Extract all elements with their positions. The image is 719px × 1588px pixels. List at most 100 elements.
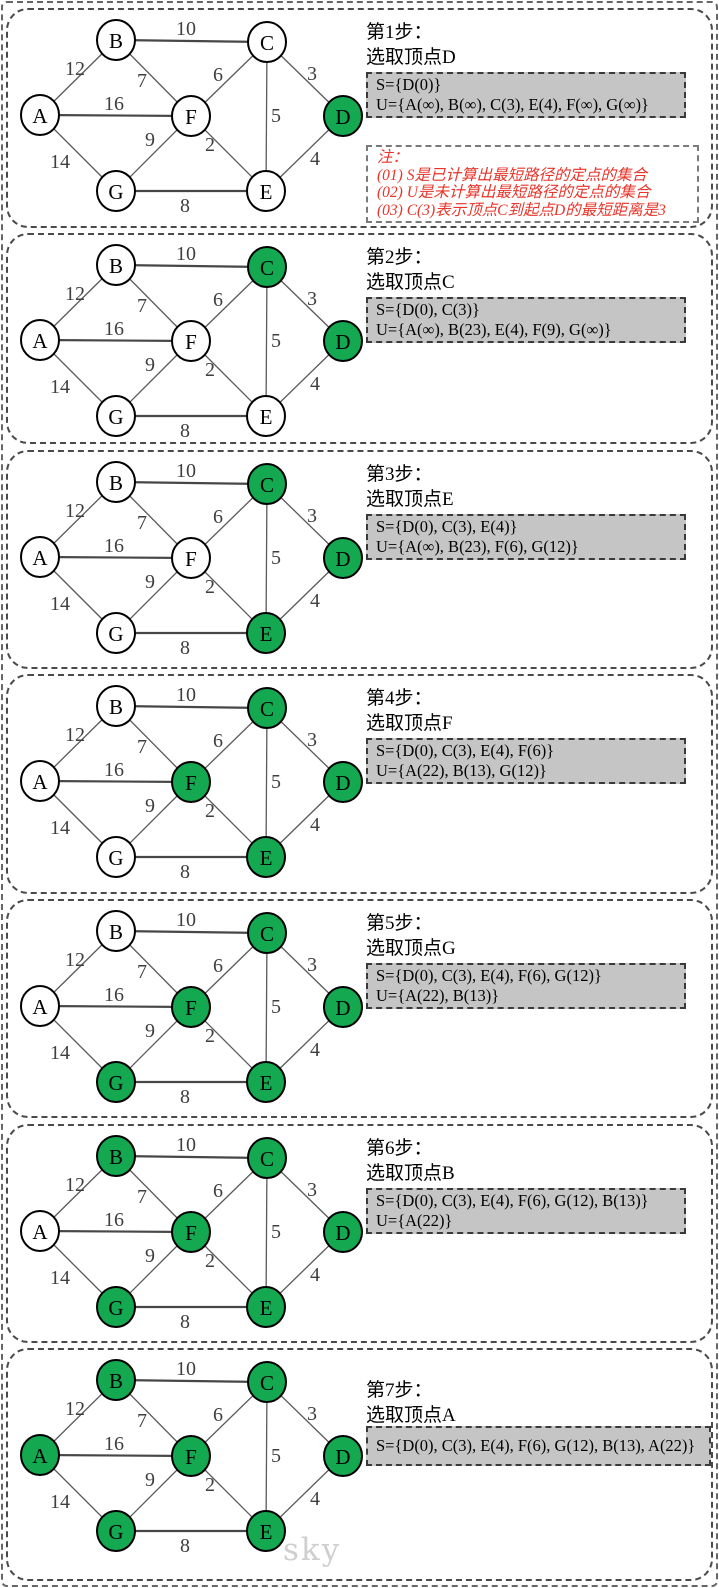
node-E-selected — [246, 1510, 286, 1552]
edge-weight-F-E: 2 — [205, 800, 215, 822]
note-line-2: (02) U是未计算出最短路径的定点的集合 — [377, 184, 651, 201]
edge-weight-C-D: 3 — [307, 63, 317, 85]
edge-C-E — [265, 707, 268, 858]
edge-weight-F-E: 2 — [205, 359, 215, 381]
edge-weight-C-D: 3 — [307, 954, 317, 976]
edge-weight-C-F: 6 — [213, 506, 223, 528]
edge-weight-C-D: 3 — [307, 1403, 317, 1425]
step-number: 第7步： — [366, 1380, 433, 1401]
edge-weight-B-C: 10 — [176, 18, 196, 40]
edge-B-C — [115, 1154, 268, 1160]
step-heading: 第3步：选取顶点E — [366, 462, 454, 512]
edge-weight-C-F: 6 — [213, 730, 223, 752]
node-label-B: B — [109, 920, 123, 944]
edge-weight-B-C: 10 — [176, 1134, 196, 1156]
edge-weight-D-E: 4 — [310, 148, 320, 170]
edge-weight-F-G: 9 — [145, 571, 155, 593]
node-D-selected — [323, 95, 363, 137]
node-label-F: F — [185, 547, 197, 571]
edge-weight-A-B: 12 — [65, 283, 85, 305]
edge-weight-G-E: 8 — [180, 420, 190, 442]
step-heading: 第5步：选取顶点G — [366, 911, 456, 961]
edge-weight-B-C: 10 — [176, 243, 196, 265]
node-label-A: A — [32, 329, 48, 353]
node-C-selected — [247, 912, 287, 954]
node-label-F: F — [185, 996, 197, 1020]
node-G-selected — [96, 1286, 136, 1328]
edge-C-E — [265, 1381, 268, 1532]
edge-weight-A-G: 14 — [50, 1267, 70, 1289]
node-E — [246, 395, 286, 437]
edge-weight-B-F: 7 — [137, 961, 147, 983]
edge-weight-B-C: 10 — [176, 460, 196, 482]
node-label-E: E — [260, 846, 273, 870]
edge-weight-F-E: 2 — [205, 1025, 215, 1047]
node-label-A: A — [32, 1444, 48, 1468]
node-G — [96, 836, 136, 878]
edge-A-F — [39, 555, 192, 560]
step-number: 第4步： — [366, 688, 433, 709]
node-E-selected — [246, 1061, 286, 1103]
node-label-E: E — [260, 1071, 273, 1095]
node-label-F: F — [185, 1221, 197, 1245]
node-E-selected — [246, 836, 286, 878]
node-label-D: D — [335, 1221, 350, 1245]
step-action: 选取顶点A — [366, 1405, 456, 1426]
step-number: 第6步： — [366, 1138, 433, 1159]
node-C-selected — [247, 246, 287, 288]
set-box: S={D(0), C(3), E(4), F(6), G(12)}U={A(22… — [366, 963, 686, 1009]
node-A — [20, 536, 60, 578]
watermark-text: sky — [283, 1532, 342, 1568]
node-label-G: G — [108, 1520, 123, 1544]
edge-weight-B-C: 10 — [176, 684, 196, 706]
edge-C-E — [265, 1157, 268, 1308]
node-label-C: C — [260, 473, 274, 497]
edge-weight-C-E: 5 — [271, 1445, 281, 1467]
node-B — [96, 685, 136, 727]
edge-weight-F-E: 2 — [205, 1474, 215, 1496]
edge-weight-A-G: 14 — [50, 1491, 70, 1513]
edge-C-E — [265, 41, 268, 192]
node-label-G: G — [108, 622, 123, 646]
edge-weight-D-E: 4 — [310, 1488, 320, 1510]
node-C — [247, 21, 287, 63]
note-label: 注： — [377, 149, 409, 166]
set-box: S={D(0), C(3)}U={A(∞), B(23), E(4), F(9)… — [366, 297, 686, 343]
edge-weight-B-F: 7 — [137, 1410, 147, 1432]
edge-weight-F-G: 9 — [145, 129, 155, 151]
u-set-line: U={A(22)} — [376, 1211, 453, 1230]
step-heading: 第4步：选取顶点F — [366, 686, 453, 736]
edge-weight-G-E: 8 — [180, 1086, 190, 1108]
node-label-A: A — [32, 770, 48, 794]
node-label-D: D — [335, 996, 350, 1020]
node-D-selected — [323, 320, 363, 362]
edge-weight-A-F: 16 — [104, 318, 124, 340]
step-action: 选取顶点B — [366, 1163, 455, 1184]
edge-C-E — [265, 483, 268, 634]
node-B — [96, 461, 136, 503]
edge-weight-F-G: 9 — [145, 354, 155, 376]
edge-weight-D-E: 4 — [310, 1039, 320, 1061]
node-E — [246, 170, 286, 212]
node-label-D: D — [335, 771, 350, 795]
step-action: 选取顶点G — [366, 938, 456, 959]
node-B — [96, 19, 136, 61]
note-line-3: (03) C(3)表示顶点C到起点D的最短距离是3 — [377, 201, 666, 219]
u-set-line: U={A(22), B(13)} — [376, 986, 500, 1005]
node-F — [171, 95, 211, 137]
set-box: S={D(0), C(3), E(4), F(6)}U={A(22), B(13… — [366, 738, 686, 784]
node-label-B: B — [109, 29, 123, 53]
node-label-G: G — [108, 1296, 123, 1320]
node-label-F: F — [185, 105, 197, 129]
edge-weight-C-F: 6 — [213, 1404, 223, 1426]
node-D-selected — [323, 986, 363, 1028]
edge-weight-B-F: 7 — [137, 736, 147, 758]
step-number: 第2步： — [366, 247, 433, 268]
